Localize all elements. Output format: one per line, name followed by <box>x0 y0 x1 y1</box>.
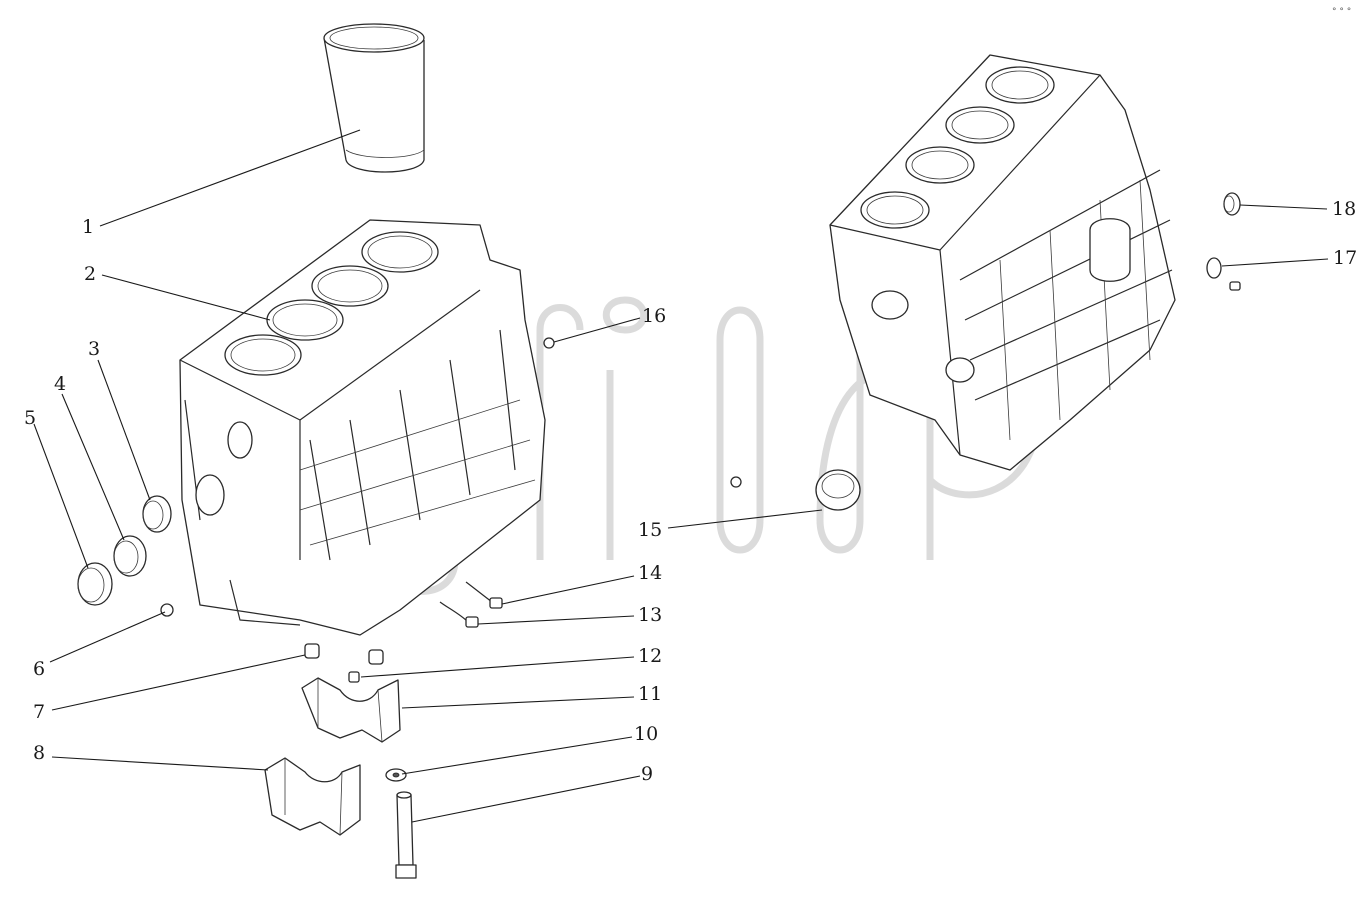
main-bearing-cap-front <box>264 757 361 836</box>
camshaft-bushing-b <box>113 535 147 577</box>
callout-2: 2 <box>84 263 96 285</box>
leader-4 <box>61 393 125 541</box>
callout-4: 4 <box>54 373 66 395</box>
callout-7: 7 <box>33 701 45 723</box>
callout-5: 5 <box>24 407 36 429</box>
piston-cooling-nozzle-a <box>439 601 479 628</box>
leader-11 <box>401 696 635 709</box>
main-bearing-bolt <box>395 791 417 879</box>
leader-5 <box>33 423 89 569</box>
plug <box>160 603 174 617</box>
dowel-a <box>304 643 320 659</box>
main-bearing-cap <box>301 677 401 743</box>
piston-cooling-nozzle-b <box>465 581 503 609</box>
expansion-plug <box>730 469 861 511</box>
leader-12 <box>360 656 635 678</box>
callout-15: 15 <box>638 519 662 541</box>
leader-16 <box>553 317 641 343</box>
callout-12: 12 <box>638 645 662 667</box>
leader-9 <box>411 775 641 823</box>
leader-10 <box>401 736 633 775</box>
callout-8: 8 <box>33 742 45 764</box>
leader-7 <box>51 654 306 711</box>
cylinder-liner <box>323 23 425 173</box>
washer <box>385 768 407 782</box>
leader-6 <box>49 611 166 663</box>
leader-18 <box>1239 204 1328 210</box>
leader-3 <box>97 359 151 501</box>
leader-2 <box>101 274 271 321</box>
rear-cup-plug <box>1223 192 1241 216</box>
callout-9: 9 <box>641 763 653 785</box>
cylinder-block-rear-view <box>829 54 1176 471</box>
leader-14 <box>501 575 635 605</box>
callout-1: 1 <box>82 216 94 238</box>
leader-8 <box>51 756 269 771</box>
callout-14: 14 <box>638 562 662 584</box>
callout-17: 17 <box>1333 247 1357 269</box>
callout-6: 6 <box>33 658 45 680</box>
camshaft-bushing-a <box>142 495 172 533</box>
callout-13: 13 <box>638 604 662 626</box>
dowel-b <box>348 649 384 683</box>
callout-11: 11 <box>638 683 662 705</box>
leader-1 <box>99 129 361 227</box>
leader-13 <box>477 615 635 625</box>
corner-mark: ° ° ° <box>1332 7 1351 17</box>
callout-16: 16 <box>642 305 666 327</box>
leader-17 <box>1221 258 1329 267</box>
leader-15 <box>667 509 823 529</box>
callout-18: 18 <box>1332 198 1356 220</box>
leader-lines <box>33 129 1329 823</box>
callouts: 1 2 3 4 5 6 7 8 9 10 11 12 13 14 15 16 1… <box>24 198 1357 785</box>
plug-small <box>543 337 555 349</box>
camshaft-bushing-c <box>77 562 113 606</box>
cylinder-block <box>179 219 546 636</box>
callout-10: 10 <box>634 723 658 745</box>
callout-3: 3 <box>88 338 100 360</box>
rear-plug <box>1206 257 1241 291</box>
